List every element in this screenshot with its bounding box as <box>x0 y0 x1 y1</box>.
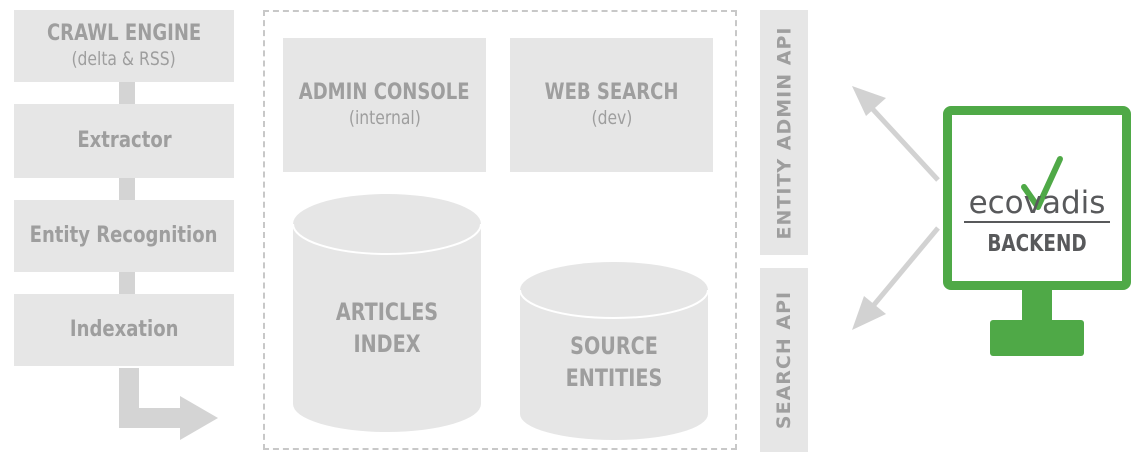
admin-console-subtitle: (internal) <box>348 106 421 129</box>
logo-underline <box>964 221 1110 223</box>
platform-container <box>263 10 737 450</box>
source-entities-line1: SOURCE <box>570 332 658 360</box>
web-search-box: WEB SEARCH (dev) <box>510 38 713 172</box>
crawl-engine-title: CRAWL ENGINE <box>46 21 202 47</box>
extractor-box: Extractor <box>14 104 234 178</box>
web-search-subtitle: (dev) <box>591 106 632 129</box>
backend-monitor: ecovadis BACKEND <box>943 106 1131 290</box>
articles-index-label: ARTICLES INDEX <box>293 296 481 361</box>
articles-index-line2: INDEX <box>353 330 421 359</box>
entity-recognition-label: Entity Recognition <box>30 222 218 248</box>
source-entities-line2: ENTITIES <box>565 364 663 393</box>
indexation-box: Indexation <box>14 294 234 366</box>
web-search-title: WEB SEARCH <box>544 80 679 106</box>
connector-recognition-indexation <box>119 272 135 294</box>
search-api-bar: SEARCH API <box>760 268 808 452</box>
articles-index-line1: ARTICLES <box>335 298 439 326</box>
articles-index-cylinder <box>292 194 482 432</box>
extractor-label: Extractor <box>76 127 172 153</box>
entity-admin-api-arrow-icon <box>852 86 940 182</box>
indexation-label: Indexation <box>69 316 179 342</box>
backend-label: BACKEND <box>987 231 1087 257</box>
connector-crawl-extractor <box>119 82 135 104</box>
backend-label-wrap: BACKEND <box>952 231 1122 257</box>
crawl-engine-subtitle: (delta & RSS) <box>71 47 177 70</box>
admin-console-title: ADMIN CONSOLE <box>299 80 470 106</box>
connector-extractor-recognition <box>119 178 135 200</box>
search-api-arrow-icon <box>852 226 940 330</box>
source-entities-cylinder <box>519 262 709 440</box>
admin-console-box: ADMIN CONSOLE (internal) <box>283 38 486 172</box>
entity-recognition-box: Entity Recognition <box>14 200 234 272</box>
crawl-engine-box: CRAWL ENGINE (delta & RSS) <box>14 10 234 82</box>
checkmark-icon <box>1021 156 1063 210</box>
ecovadis-logo: ecovadis <box>968 185 1106 221</box>
source-entities-label: SOURCE ENTITIES <box>520 330 708 395</box>
entity-admin-api-bar: ENTITY ADMIN API <box>760 10 808 255</box>
